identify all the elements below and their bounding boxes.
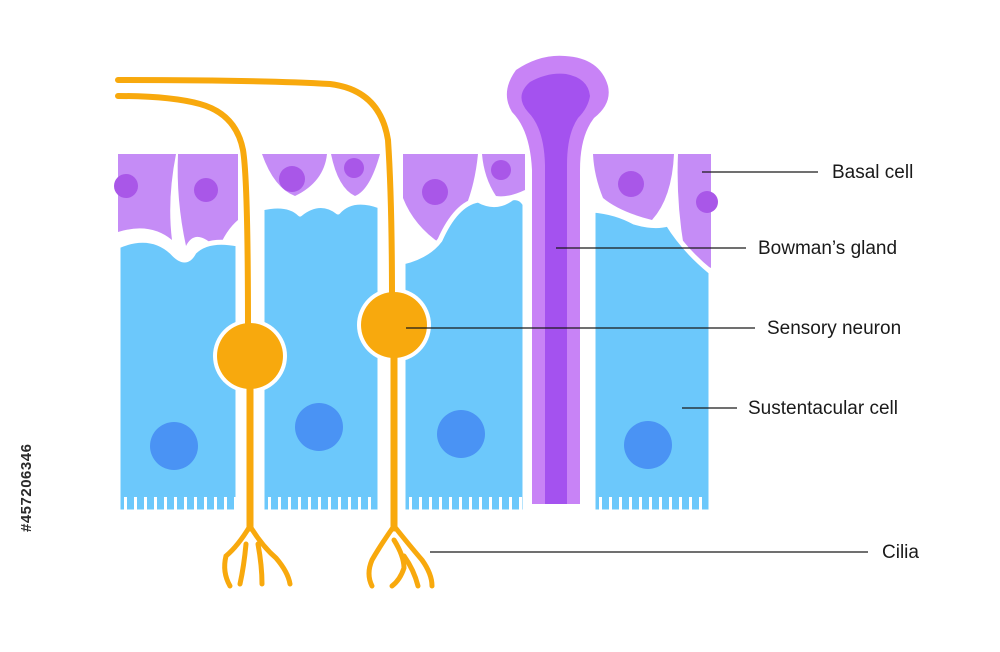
sustentacular-cell-layer: [115, 195, 714, 515]
basal-nucleus: [491, 160, 511, 180]
cilia-notch: [679, 497, 682, 513]
label-bowmans-gland: Bowman’s gland: [758, 238, 897, 259]
cilia-notch: [358, 497, 361, 513]
cilia-teeth: [124, 497, 702, 513]
neuron-cell-body: [361, 292, 427, 358]
cilia-notch: [479, 497, 482, 513]
basal-cell: [118, 154, 176, 240]
label-sustentacular-cell: Sustentacular cell: [748, 398, 898, 419]
cilia-notch: [629, 497, 632, 513]
sustentacular-nucleus: [295, 403, 343, 451]
cilia-notch: [669, 497, 672, 513]
cilia-notch: [184, 497, 187, 513]
sensory-neurons: [115, 77, 435, 589]
cilia-notch: [599, 497, 602, 513]
sustentacular-nucleus: [437, 410, 485, 458]
cilia-notch: [164, 497, 167, 513]
basal-nucleus: [696, 191, 718, 213]
basal-cell: [177, 154, 238, 250]
leader-lines: [406, 171, 868, 553]
cilia-notch: [609, 497, 612, 513]
cilia-notch: [234, 497, 237, 513]
cilia-notch: [368, 497, 371, 513]
axon: [115, 93, 251, 333]
cilia-notch: [328, 497, 331, 513]
cilia-notch: [308, 497, 311, 513]
cilia-notch: [224, 497, 227, 513]
cilia-notch: [278, 497, 281, 513]
cilia-notch: [204, 497, 207, 513]
cilia-notch: [689, 497, 692, 513]
dendrite-cilia: [366, 523, 435, 589]
sustentacular-nuclei: [150, 403, 672, 470]
sustentacular-cell: [259, 199, 383, 515]
cilia-notch: [449, 497, 452, 513]
cilia-notch: [409, 497, 412, 513]
cilia-notch: [659, 497, 662, 513]
cilia-notch: [318, 497, 321, 513]
basal-cell: [677, 154, 711, 268]
neuron-cell-body: [217, 323, 283, 389]
cilia-notch: [489, 497, 492, 513]
sustentacular-cell: [590, 207, 714, 515]
label-basal-cell: Basal cell: [832, 162, 913, 183]
cilia-notch: [429, 497, 432, 513]
bowmans-gland: [506, 55, 609, 505]
basal-cell-layer: [114, 154, 718, 268]
cilia-notch: [469, 497, 472, 513]
label-sensory-neuron: Sensory neuron: [767, 318, 901, 339]
basal-nucleus: [618, 171, 644, 197]
cilia-notch: [419, 497, 422, 513]
sustentacular-nucleus: [624, 421, 672, 469]
cilia-notch: [134, 497, 137, 513]
cilia-notch: [214, 497, 217, 513]
cilia-notch: [348, 497, 351, 513]
cilia-notch: [144, 497, 147, 513]
cilia-notch: [124, 497, 127, 513]
gland-inner: [521, 73, 590, 505]
cilia-notch: [459, 497, 462, 513]
dendrite-cilia: [222, 523, 293, 589]
cilia-notch: [699, 497, 702, 513]
cilia-notch: [338, 497, 341, 513]
cilia-notch: [519, 497, 522, 513]
basal-nucleus: [344, 158, 364, 178]
sustentacular-cell: [400, 195, 528, 515]
stock-id: #457206346: [18, 444, 35, 532]
cilia-notch: [499, 497, 502, 513]
cilia-notch: [174, 497, 177, 513]
cilia-notch: [639, 497, 642, 513]
cilia-notch: [439, 497, 442, 513]
cilia-notch: [298, 497, 301, 513]
cilia-notch: [509, 497, 512, 513]
cilia-notch: [649, 497, 652, 513]
cilia-notch: [194, 497, 197, 513]
sustentacular-cell: [115, 237, 241, 515]
basal-nucleus: [194, 178, 218, 202]
basal-nucleus: [114, 174, 138, 198]
axon: [115, 77, 395, 303]
sustentacular-nucleus: [150, 422, 198, 470]
cilia-notch: [154, 497, 157, 513]
basal-nucleus: [422, 179, 448, 205]
label-cilia: Cilia: [882, 542, 919, 563]
cilia-notch: [268, 497, 271, 513]
cilia-notch: [619, 497, 622, 513]
cilia-notch: [288, 497, 291, 513]
basal-nucleus: [279, 166, 305, 192]
